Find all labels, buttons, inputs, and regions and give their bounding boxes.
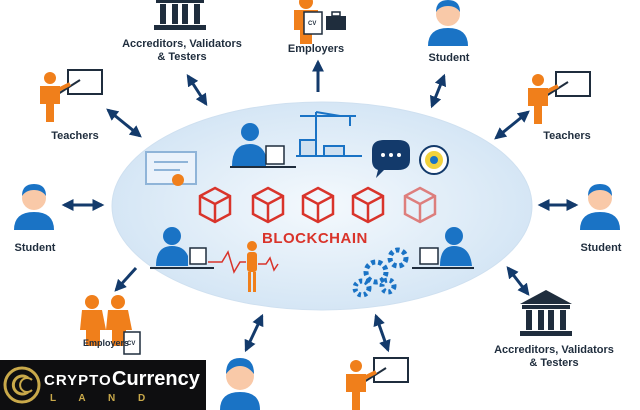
laptop-user-right-icon bbox=[412, 227, 474, 269]
arrow-student-top bbox=[429, 73, 447, 109]
arrow-bottom-center-left bbox=[244, 313, 264, 353]
digital-badge-icon bbox=[419, 145, 449, 175]
brand-word-land: L A N D bbox=[50, 393, 156, 404]
brand-word-crypto: CRYPTO bbox=[44, 372, 112, 389]
arrow-accreditors-top bbox=[186, 73, 208, 107]
bank-icon-top bbox=[154, 0, 206, 30]
label-student-left: Student bbox=[14, 242, 56, 254]
blockchain-ellipse bbox=[111, 101, 533, 311]
cv-tag-top: CV bbox=[308, 21, 316, 27]
laptop-user-icon bbox=[230, 123, 296, 168]
teacher-left-icon bbox=[38, 68, 104, 124]
brand-logo: CRYPTO Currency L A N D bbox=[0, 360, 206, 410]
label-employers-top: Employers bbox=[287, 43, 345, 55]
gears-icon bbox=[352, 247, 409, 298]
brand-coin-icon bbox=[3, 366, 41, 404]
label-teachers-left: Teachers bbox=[51, 130, 99, 142]
label-teachers-right: Teachers bbox=[543, 130, 591, 142]
arrow-employers-bottom bbox=[114, 266, 138, 292]
laptop-user-left-icon bbox=[150, 227, 214, 269]
health-body-icon bbox=[208, 241, 279, 292]
construction-crane-icon bbox=[296, 111, 362, 157]
arrow-bottom-center-right bbox=[373, 313, 391, 353]
student-bottom-icon bbox=[220, 358, 260, 410]
student-left-icon bbox=[14, 184, 54, 230]
label-student-top: Student bbox=[428, 52, 470, 64]
teacher-bottom-icon bbox=[344, 356, 410, 410]
student-top-icon bbox=[428, 0, 468, 46]
bank-icon-bottom bbox=[520, 290, 572, 336]
arrow-teachers-right bbox=[494, 110, 530, 140]
label-accreditors-bottom-line1: Accreditors, Validators bbox=[494, 344, 614, 356]
connector-arrows bbox=[61, 59, 579, 353]
label-accreditors-top-line1: Accreditors, Validators bbox=[122, 38, 242, 50]
cv-tag-bottom: CV bbox=[127, 341, 135, 347]
employers-bottom-icon: CV bbox=[80, 295, 141, 355]
label-accreditors-bottom-line2: & Testers bbox=[529, 357, 579, 369]
label-accreditors-top: Accreditors, Validators & Testers bbox=[112, 38, 252, 64]
label-employers-bottom: Employers bbox=[82, 338, 130, 348]
brand-word-currency: Currency bbox=[112, 368, 200, 390]
label-accreditors-bottom: Accreditors, Validators & Testers bbox=[484, 344, 624, 370]
label-accreditors-top-line2: & Testers bbox=[157, 51, 207, 63]
teacher-right-icon bbox=[526, 70, 592, 126]
student-right-icon bbox=[580, 184, 620, 230]
arrow-teachers-left bbox=[106, 108, 142, 138]
arrow-accreditors-bottom bbox=[506, 266, 530, 296]
employers-top-icon: CV bbox=[294, 0, 346, 44]
certificate-icon bbox=[145, 151, 197, 186]
label-student-right: Student bbox=[580, 242, 622, 254]
blockchain-title: BLOCKCHAIN bbox=[262, 230, 368, 247]
speech-bubble-icon bbox=[372, 140, 410, 178]
